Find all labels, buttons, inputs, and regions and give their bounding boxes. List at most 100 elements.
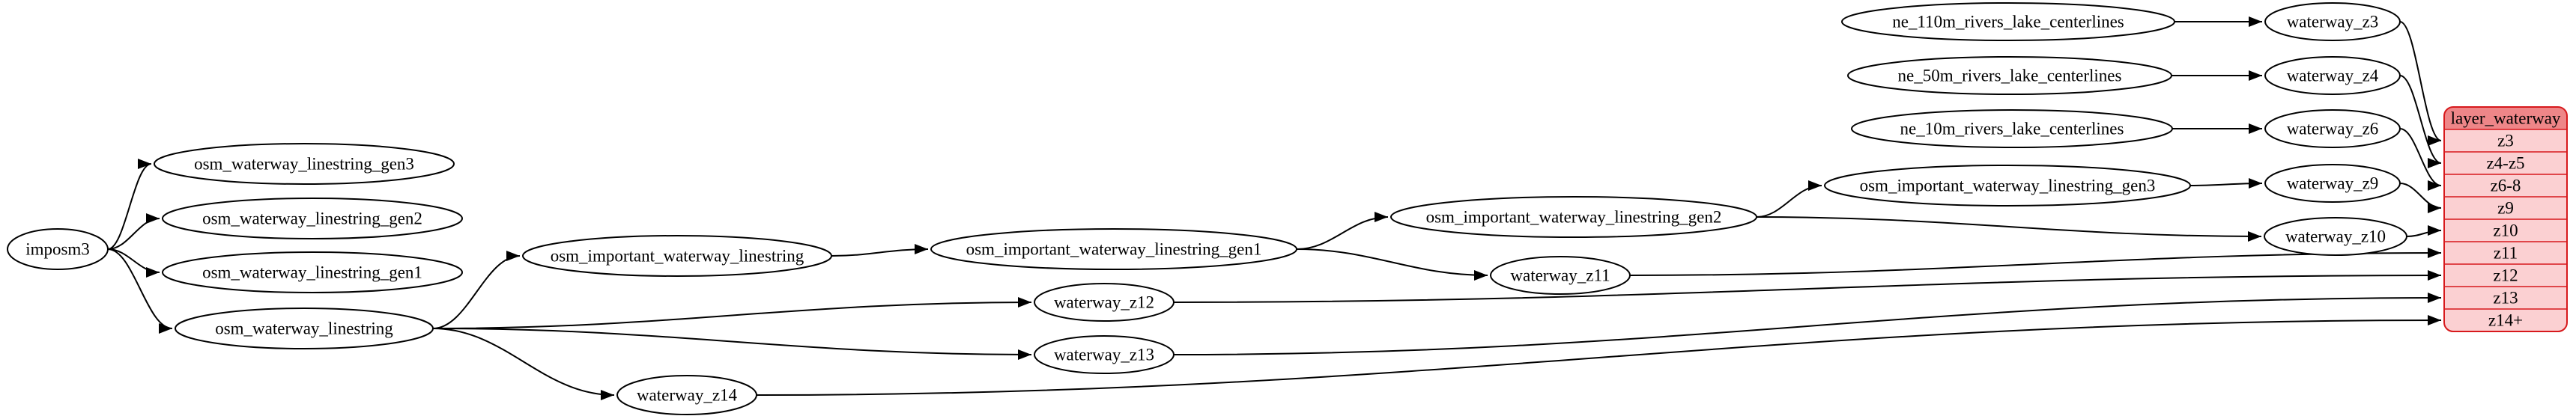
node-shape <box>1390 196 1757 238</box>
node-shape <box>7 228 109 270</box>
node-label: osm_important_waterway_linestring_gen2 <box>1426 208 1722 227</box>
node-waterway_z10: waterway_z10 <box>2264 217 2407 256</box>
node-osm_important_waterway_linestring: osm_important_waterway_linestring <box>522 235 832 277</box>
node-label: waterway_z4 <box>2287 67 2379 85</box>
node-label: waterway_z9 <box>2287 174 2379 193</box>
table-row-z10: z10 <box>2493 221 2518 240</box>
node-waterway_z11: waterway_z11 <box>1490 256 1631 295</box>
node-shape <box>154 143 455 185</box>
node-label: ne_10m_rivers_lake_centerlines <box>1900 120 2124 138</box>
edge-osm_important_waterway_linestring_gen1-to-waterway_z11 <box>1296 248 1488 281</box>
edge-waterway_z12-to-layer_waterway-row-z12 <box>1173 270 2442 303</box>
table-title: layer_waterway <box>2451 109 2561 128</box>
node-ne_50m_rivers_lake_centerlines: ne_50m_rivers_lake_centerlines <box>1847 56 2172 95</box>
edge-osm_important_waterway_linestring_gen2-to-waterway_z10 <box>1756 216 2262 242</box>
edge-imposm3-to-osm_waterway_linestring <box>107 248 173 334</box>
edge-osm_waterway_linestring-to-osm_important_waterway_linestring <box>432 251 521 329</box>
node-label: waterway_z13 <box>1054 346 1154 364</box>
table-row-z3: z3 <box>2497 132 2514 150</box>
node-label: osm_waterway_linestring_gen1 <box>202 263 422 282</box>
table-row-z9: z9 <box>2497 199 2514 218</box>
node-label: waterway_z10 <box>2285 227 2386 246</box>
edge-imposm3-to-osm_waterway_linestring_gen3 <box>107 159 152 250</box>
node-shape <box>522 235 832 277</box>
node-waterway_z3: waterway_z3 <box>2264 2 2401 41</box>
node-osm_waterway_linestring_gen3: osm_waterway_linestring_gen3 <box>154 143 455 185</box>
node-label: waterway_z3 <box>2287 13 2379 31</box>
node-shape <box>162 251 463 293</box>
node-label: osm_important_waterway_linestring <box>551 247 804 266</box>
table-row-z11: z11 <box>2494 244 2518 263</box>
node-shape <box>1034 283 1175 322</box>
edge-osm_important_waterway_linestring_gen3-to-waterway_z9 <box>2189 178 2263 189</box>
node-waterway_z6: waterway_z6 <box>2264 109 2401 148</box>
edge-waterway_z4-to-layer_waterway-row-z4-z5 <box>2399 75 2442 168</box>
node-label: waterway_z6 <box>2287 120 2379 138</box>
edge-waterway_z3-to-layer_waterway-row-z3 <box>2399 21 2442 146</box>
node-waterway_z9: waterway_z9 <box>2264 164 2401 203</box>
node-osm_waterway_linestring: osm_waterway_linestring <box>175 308 434 349</box>
node-shape <box>616 375 757 415</box>
edge-waterway_z11-to-layer_waterway-row-z11 <box>1629 248 2442 276</box>
edge-waterway_z10-to-layer_waterway-row-z10 <box>2406 225 2442 237</box>
node-shape <box>162 198 463 239</box>
edge-imposm3-to-osm_waterway_linestring_gen2 <box>107 213 160 250</box>
node-ne_110m_rivers_lake_centerlines: ne_110m_rivers_lake_centerlines <box>1841 2 2175 41</box>
node-waterway_z13: waterway_z13 <box>1034 335 1175 374</box>
edge-osm_waterway_linestring-to-waterway_z12 <box>432 297 1032 329</box>
node-shape <box>2264 217 2407 256</box>
table-row-z6-8: z6-8 <box>2491 177 2521 195</box>
node-osm_important_waterway_linestring_gen3: osm_important_waterway_linestring_gen3 <box>1824 165 2191 207</box>
edge-osm_important_waterway_linestring_gen2-to-osm_important_waterway_linestring_gen3 <box>1756 180 1822 218</box>
node-label: waterway_z11 <box>1510 266 1610 285</box>
node-shape <box>2264 2 2401 41</box>
node-osm_important_waterway_linestring_gen2: osm_important_waterway_linestring_gen2 <box>1390 196 1757 238</box>
node-waterway_z4: waterway_z4 <box>2264 56 2401 95</box>
node-label: osm_waterway_linestring_gen2 <box>202 210 422 228</box>
edge-waterway_z13-to-layer_waterway-row-z13 <box>1173 293 2442 355</box>
node-shape <box>2264 56 2401 95</box>
edge-imposm3-to-osm_waterway_linestring_gen1 <box>107 248 160 278</box>
edge-osm_waterway_linestring-to-waterway_z14 <box>432 328 615 400</box>
table-layer_waterway: layer_waterway z3 z4-z5 z6-8 z9 z10 z11 z12 z13 z… <box>2443 106 2568 332</box>
node-layer: imposm3 osm_waterway_linestring_gen3 osm_w… <box>7 2 2407 415</box>
node-label: imposm3 <box>25 240 90 259</box>
node-label: osm_waterway_linestring <box>215 319 393 338</box>
node-shape <box>2264 164 2401 203</box>
table-row-z13: z13 <box>2493 289 2518 308</box>
node-label: osm_important_waterway_linestring_gen1 <box>966 240 1262 259</box>
node-label: ne_110m_rivers_lake_centerlines <box>1892 13 2124 31</box>
node-shape <box>1824 165 2191 207</box>
edge-osm_important_waterway_linestring-to-osm_important_waterway_linestring_gen1 <box>831 244 929 257</box>
edge-waterway_z6-to-layer_waterway-row-z6-8 <box>2399 128 2442 191</box>
table-row-z14+: z14+ <box>2488 311 2523 330</box>
node-osm_waterway_linestring_gen2: osm_waterway_linestring_gen2 <box>162 198 463 239</box>
edge-waterway_z14-to-layer_waterway-row-z14+ <box>756 315 2442 396</box>
node-waterway_z14: waterway_z14 <box>616 375 757 415</box>
node-shape <box>1034 335 1175 374</box>
node-osm_waterway_linestring_gen1: osm_waterway_linestring_gen1 <box>162 251 463 293</box>
table-row-z12: z12 <box>2493 266 2518 285</box>
node-label: waterway_z14 <box>637 386 738 405</box>
table-border <box>2443 106 2568 332</box>
node-label: waterway_z12 <box>1054 293 1154 312</box>
edge-osm_important_waterway_linestring_gen1-to-osm_important_waterway_linestring_gen2 <box>1296 212 1389 250</box>
node-shape <box>1841 2 2175 41</box>
table-row-z4-z5: z4-z5 <box>2486 154 2524 173</box>
node-shape <box>1847 56 2172 95</box>
node-osm_important_waterway_linestring_gen1: osm_important_waterway_linestring_gen1 <box>930 228 1297 270</box>
node-label: ne_50m_rivers_lake_centerlines <box>1898 67 2122 85</box>
node-shape <box>1490 256 1631 295</box>
node-label: osm_waterway_linestring_gen3 <box>194 155 414 174</box>
node-imposm3: imposm3 <box>7 228 109 270</box>
node-shape <box>175 308 434 349</box>
node-waterway_z12: waterway_z12 <box>1034 283 1175 322</box>
node-shape <box>1851 109 2173 148</box>
node-label: osm_important_waterway_linestring_gen3 <box>1860 177 2156 195</box>
table-header <box>2444 107 2567 129</box>
edge-waterway_z9-to-layer_waterway-row-z9 <box>2399 183 2442 213</box>
edge-osm_waterway_linestring-to-waterway_z13 <box>432 328 1032 360</box>
node-shape <box>930 228 1297 270</box>
node-ne_10m_rivers_lake_centerlines: ne_10m_rivers_lake_centerlines <box>1851 109 2173 148</box>
